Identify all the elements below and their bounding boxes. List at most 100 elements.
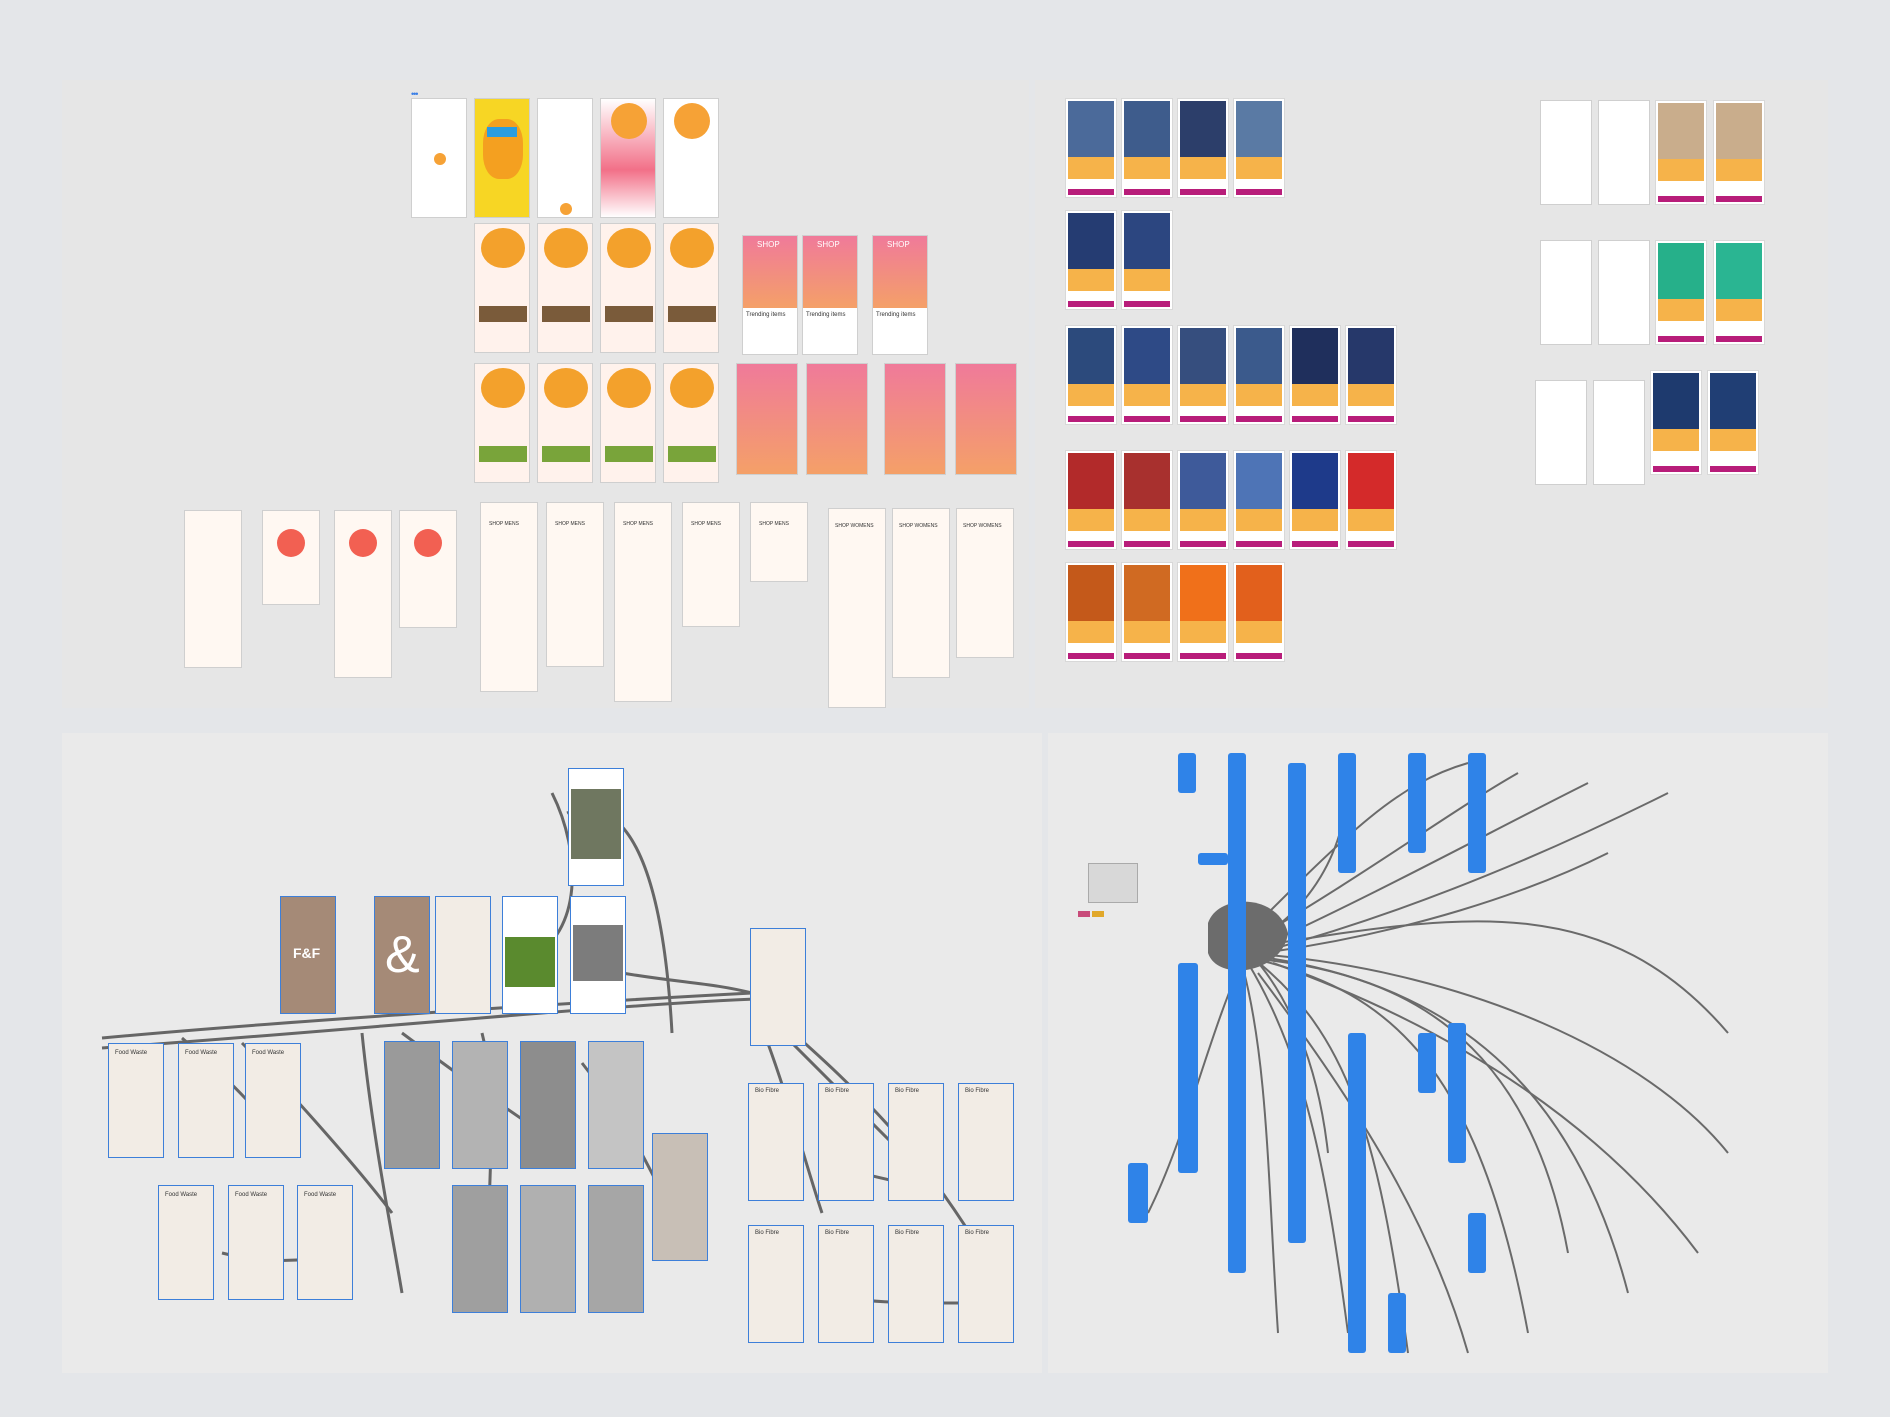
food-waste-frame[interactable]: Food Waste [158, 1185, 214, 1300]
top-frame[interactable] [568, 768, 624, 886]
bio-fibre-frame[interactable]: Bio Fibre [958, 1083, 1014, 1201]
bio-fibre-frame[interactable]: Bio Fibre [818, 1083, 874, 1201]
product-card[interactable] [1233, 450, 1285, 550]
shop-mens-5[interactable]: SHOP MENS [750, 502, 808, 582]
graph-node[interactable] [1348, 1033, 1366, 1353]
graph-node[interactable] [1228, 753, 1246, 1273]
product-card[interactable] [1233, 325, 1285, 425]
blank-frame[interactable] [1598, 240, 1650, 345]
panel-prototype-flow[interactable]: F&F & Food Waste Food Waste Food Waste F… [62, 733, 1042, 1373]
product-card[interactable] [1177, 98, 1229, 198]
product-card[interactable] [1121, 450, 1173, 550]
product-card[interactable] [1345, 325, 1397, 425]
food-intro-frame[interactable] [502, 896, 558, 1014]
food-waste-frame[interactable]: Food Waste [297, 1185, 353, 1300]
shop-womens-1[interactable]: SHOP WOMENS [828, 508, 886, 708]
product-card[interactable] [1065, 98, 1117, 198]
home-screen-4[interactable] [663, 223, 719, 353]
graph-node[interactable] [1128, 1163, 1148, 1223]
product-card[interactable] [1345, 450, 1397, 550]
home-screen-5[interactable] [474, 363, 530, 483]
blank-frame[interactable] [537, 98, 593, 218]
poster-frame[interactable] [474, 98, 530, 218]
graph-node[interactable] [1408, 753, 1426, 853]
legend-frame[interactable] [1088, 863, 1138, 903]
product-card[interactable] [1177, 450, 1229, 550]
hero-frame-2[interactable] [663, 98, 719, 218]
shop-womens-2[interactable]: SHOP WOMENS [892, 508, 950, 678]
photo-frame[interactable] [588, 1185, 644, 1313]
food-waste-frame[interactable]: Food Waste [178, 1043, 234, 1158]
product-card[interactable] [1655, 240, 1707, 345]
graph-node[interactable] [1178, 963, 1198, 1173]
brand-screen-1[interactable] [184, 510, 242, 668]
intro-frame[interactable] [435, 896, 491, 1014]
product-card[interactable] [1121, 325, 1173, 425]
photo-frame[interactable] [588, 1041, 644, 1169]
photo-frame[interactable] [520, 1185, 576, 1313]
food-waste-frame[interactable]: Food Waste [108, 1043, 164, 1158]
blank-frame[interactable] [1540, 240, 1592, 345]
home-screen-2[interactable] [537, 223, 593, 353]
product-card[interactable] [1177, 562, 1229, 662]
food-waste-frame[interactable]: Food Waste [228, 1185, 284, 1300]
graph-node[interactable] [1288, 763, 1306, 1243]
bio-fibre-frame[interactable]: Bio Fibre [818, 1225, 874, 1343]
photo-frame[interactable] [384, 1041, 440, 1169]
menu-screen-1[interactable] [736, 363, 798, 475]
brand-splash-frame[interactable]: F&F [280, 896, 336, 1014]
graph-node[interactable] [1178, 753, 1196, 793]
menu-screen-2[interactable] [806, 363, 868, 475]
product-card[interactable] [1065, 562, 1117, 662]
product-card[interactable] [1121, 210, 1173, 310]
product-card[interactable] [1233, 98, 1285, 198]
shop-screen-3[interactable]: SHOP Trending items [872, 235, 928, 355]
home-screen-1[interactable] [474, 223, 530, 353]
blank-frame[interactable] [1540, 100, 1592, 205]
product-card[interactable] [1065, 325, 1117, 425]
bio-fibre-frame[interactable]: Bio Fibre [888, 1083, 944, 1201]
blank-frame[interactable] [1593, 380, 1645, 485]
product-card[interactable] [1650, 370, 1702, 475]
home-screen-6[interactable] [537, 363, 593, 483]
food-waste-frame[interactable]: Food Waste [245, 1043, 301, 1158]
product-card[interactable] [1065, 450, 1117, 550]
home-screen-7[interactable] [600, 363, 656, 483]
shop-screen-2[interactable]: SHOP Trending items [802, 235, 858, 355]
bio-fibre-frame[interactable]: Bio Fibre [748, 1083, 804, 1201]
product-card[interactable] [1655, 100, 1707, 205]
brand-screen-adidas[interactable] [334, 510, 392, 678]
product-card[interactable] [1713, 100, 1765, 205]
shop-screen-1[interactable]: SHOP Trending items [742, 235, 798, 355]
graph-node[interactable] [1198, 853, 1228, 865]
graph-node[interactable] [1468, 1213, 1486, 1273]
home-screen-3[interactable] [600, 223, 656, 353]
menu-screen-3[interactable] [884, 363, 946, 475]
shop-mens-4[interactable]: SHOP MENS [682, 502, 740, 627]
fashion-intro-frame[interactable] [570, 896, 626, 1014]
product-card[interactable] [1289, 325, 1341, 425]
graph-node[interactable] [1388, 1293, 1406, 1353]
photo-frame[interactable] [520, 1041, 576, 1169]
bio-fibre-frame[interactable]: Bio Fibre [888, 1225, 944, 1343]
product-card[interactable] [1065, 210, 1117, 310]
bio-fibre-frame[interactable]: Bio Fibre [958, 1225, 1014, 1343]
product-card[interactable] [1121, 98, 1173, 198]
product-card[interactable] [1121, 562, 1173, 662]
graph-node[interactable] [1338, 753, 1356, 873]
brand-screen-nike[interactable] [399, 510, 457, 628]
product-card[interactable] [1177, 325, 1229, 425]
blank-frame[interactable] [1598, 100, 1650, 205]
panel-app-screens[interactable]: ••• SHOP Trending items SHOP Tren [62, 80, 1029, 708]
product-card[interactable] [1289, 450, 1341, 550]
photo-frame[interactable] [652, 1133, 708, 1261]
shop-womens-3[interactable]: SHOP WOMENS [956, 508, 1014, 658]
photo-frame[interactable] [452, 1041, 508, 1169]
menu-screen-4[interactable] [955, 363, 1017, 475]
graph-node[interactable] [1418, 1033, 1436, 1093]
ellipsis-dots-icon[interactable]: ••• [411, 89, 419, 99]
photo-frame[interactable] [452, 1185, 508, 1313]
graph-node[interactable] [1468, 753, 1486, 873]
ampersand-frame[interactable]: & [374, 896, 430, 1014]
home-screen-8[interactable] [663, 363, 719, 483]
